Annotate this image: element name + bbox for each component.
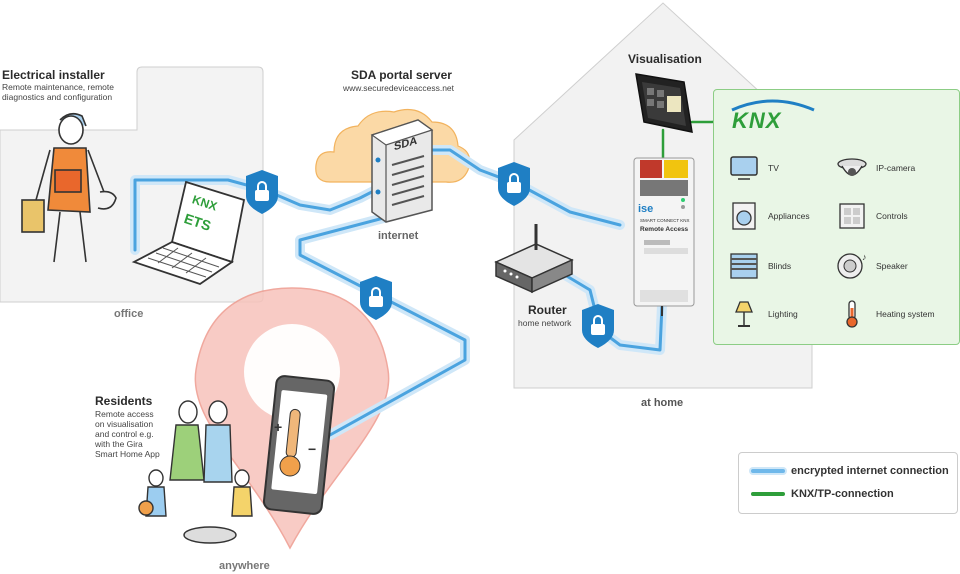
knx-device-appliances: Appliances [728,200,810,232]
smart-connect-module [633,157,695,316]
knx-device-label: Lighting [768,309,798,319]
installer-title: Electrical installer [2,68,105,82]
residents-title: Residents [95,394,153,408]
legend-item-knx: KNX/TP-connection [751,488,894,500]
knx-device-heating-system: Heating system [836,298,935,330]
ip-camera-icon [837,158,867,176]
washing-machine-icon [732,202,756,230]
knx-device-ip-camera: IP-camera [836,152,915,184]
server-title: SDA portal server [351,68,452,82]
thermometer-icon [846,300,858,328]
office-label: office [114,308,144,320]
legend-item-encrypted: encrypted internet connection [751,465,949,477]
knx-device-speaker: ♪ Speaker [836,250,908,282]
module-brand: ise [638,203,654,215]
tv-icon [730,156,758,180]
svg-text:+: + [274,419,282,435]
installer-desc: Remote maintenance, remote diagnostics a… [2,82,114,102]
knx-device-label: Controls [876,211,908,221]
router-title: Router [528,303,567,317]
blinds-icon [730,253,758,279]
knx-device-label: Heating system [876,309,935,319]
module-line1: SMART CONNECT KNX [640,218,690,223]
laptop-icon [131,180,246,285]
server-icon [370,119,434,223]
knx-device-tv: TV [728,152,779,184]
residents-figure [138,400,253,544]
anywhere-label: anywhere [219,560,270,572]
lock-shield-icon [498,162,530,206]
knx-device-label: IP-camera [876,163,916,173]
lock-shield-icon [582,304,614,348]
knx-logo-arc-icon [731,99,815,112]
internet-label: internet [378,230,419,242]
lock-shield-icon [360,276,392,320]
home-label: at home [641,397,684,409]
residents-desc: Remote access on visualisation and contr… [95,409,160,459]
visualisation-panel-icon [635,73,693,133]
speaker-icon: ♪ [837,252,867,279]
server-url: www.securedeviceaccess.net [343,83,455,93]
module-line2: Remote Access [640,226,689,233]
svg-text:−: − [308,441,316,457]
router-sub: home network [518,318,572,328]
visualisation-title: Visualisation [628,52,702,66]
lamp-icon [735,301,753,327]
smartphone-icon: + − [262,375,336,515]
legend-swatch [751,492,785,497]
legend-swatch [751,469,785,474]
lock-shield-icon [246,170,278,214]
svg-text:♪: ♪ [862,252,867,262]
knx-device-label: Blinds [768,261,792,271]
legend: encrypted internet connection KNX/TP-con… [738,452,958,514]
installer-figure [21,112,117,263]
knx-device-controls: Controls [836,200,908,232]
knx-device-label: Appliances [768,211,810,221]
router-icon [494,224,574,294]
controls-icon [839,203,865,229]
knx-device-label: Speaker [876,261,908,271]
knx-device-label: TV [768,163,779,173]
knx-device-lighting: Lighting [728,298,798,330]
knx-device-blinds: Blinds [728,250,791,282]
knx-logo: KNX [732,108,782,133]
